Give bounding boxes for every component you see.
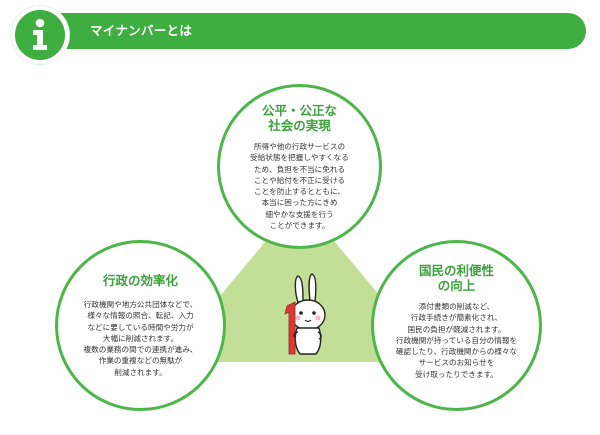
body-line: 行政機関が持っている自分の情報を bbox=[395, 335, 518, 345]
circle-citizen-convenience: 国民の利便性 の向上 添付書類の削減など、 行政手続きが簡素化され、 国民の負担… bbox=[371, 240, 542, 411]
body-line: 削減されます。 bbox=[114, 367, 167, 377]
body-line: 複数の業務の間での連携が進み、 bbox=[83, 345, 198, 355]
header-bar bbox=[24, 13, 586, 49]
body-line: などに要している時間や労力が bbox=[87, 322, 194, 332]
title-line: 社会の実現 bbox=[268, 118, 331, 133]
title-line: の向上 bbox=[437, 278, 476, 293]
title-line: 国民の利便性 bbox=[418, 263, 494, 278]
circle-admin-efficiency: 行政の効率化 行政機関や地方公共団体などで、 様々な情報の照合、転記、入力 など… bbox=[55, 240, 226, 411]
circle-body: 所得や他の行政サービスの 受給状態を把握しやすくなる ため、負担を不当に免れる … bbox=[220, 141, 379, 231]
body-line: 添付書類の削減など、 bbox=[418, 302, 495, 311]
body-line: ため、負担を不当に免れる bbox=[253, 164, 346, 174]
rabbit-mascot-icon bbox=[284, 273, 326, 355]
circle-title: 公平・公正な 社会の実現 bbox=[220, 103, 379, 133]
body-line: ことや給付を不正に受ける bbox=[253, 175, 346, 185]
info-icon bbox=[11, 6, 69, 64]
body-line: 行政機関や地方公共団体などで、 bbox=[83, 300, 198, 309]
body-line: 作業の重複などの無駄が bbox=[98, 356, 183, 366]
title-line: 行政の効率化 bbox=[102, 273, 178, 288]
circle-title: 国民の利便性 の向上 bbox=[374, 263, 539, 293]
body-line: 大幅に削減されます。 bbox=[102, 333, 179, 343]
circle-title: 行政の効率化 bbox=[58, 273, 223, 288]
circle-fair-society: 公平・公正な 社会の実現 所得や他の行政サービスの 受給状態を把握しやすくなる … bbox=[217, 84, 382, 249]
body-line: 細やかな支援を行う bbox=[265, 209, 334, 219]
body-line: ことができます。 bbox=[269, 221, 330, 231]
circle-body: 行政機関や地方公共団体などで、 様々な情報の照合、転記、入力 などに要している時… bbox=[58, 299, 223, 378]
header-title: マイナンバーとは bbox=[90, 23, 193, 38]
body-line: 確認したり、行政機関からの様々な bbox=[395, 347, 518, 357]
body-line: 受け取ったりできます。 bbox=[415, 369, 498, 379]
body-line: 様々な情報の照合、転記、入力 bbox=[87, 311, 194, 321]
body-line: 受給状態を把握しやすくなる bbox=[250, 153, 349, 163]
circle-body: 添付書類の削減など、 行政手続きが簡素化され、 国民の負担が軽減されます。 行政… bbox=[374, 301, 539, 380]
body-line: 行政手続きが簡素化され、 bbox=[410, 313, 503, 323]
body-line: 所得や他の行政サービスの bbox=[253, 142, 346, 151]
body-line: 本当に困った方にきめ bbox=[261, 198, 338, 208]
body-line: ことを防止するとともに、 bbox=[254, 187, 345, 197]
body-line: サービスのお知らせを bbox=[418, 358, 495, 368]
title-line: 公平・公正な bbox=[261, 103, 337, 118]
body-line: 国民の負担が軽減されます。 bbox=[407, 324, 506, 334]
